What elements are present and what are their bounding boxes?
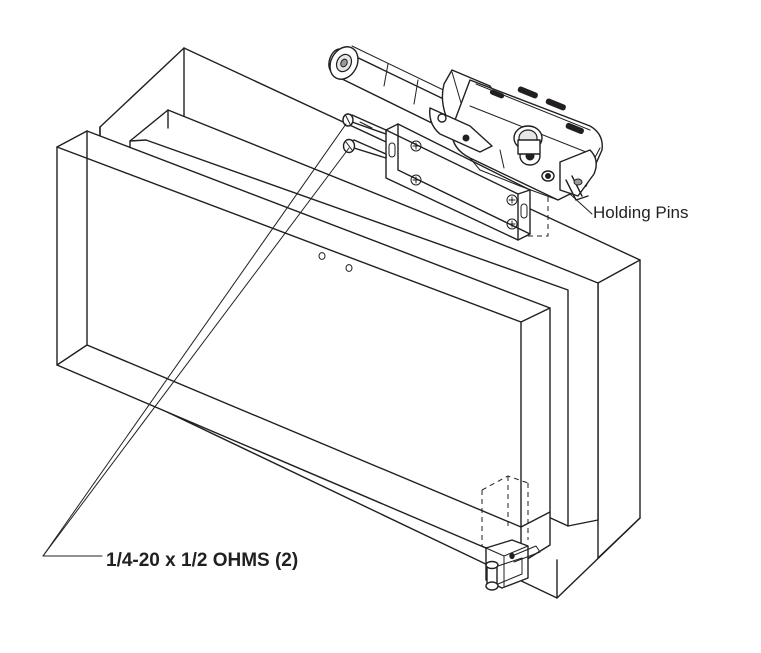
door-leaf	[56, 130, 551, 564]
bottom-pivot	[481, 475, 541, 591]
door-closer	[328, 45, 603, 201]
leader-lines	[42, 123, 593, 557]
mounting-bracket	[385, 123, 531, 241]
screws-callout-label: 1/4-20 x 1/2 OHMS (2)	[106, 550, 299, 571]
screw-upper	[342, 113, 387, 135]
bracket-hole-3	[506, 194, 518, 206]
holding-pins-label: Holding Pins	[593, 203, 689, 222]
bracket-hole-1	[410, 140, 422, 152]
bracket-hole-2	[410, 174, 422, 186]
bracket-hole-4	[506, 218, 518, 230]
screw-lower	[342, 138, 387, 159]
